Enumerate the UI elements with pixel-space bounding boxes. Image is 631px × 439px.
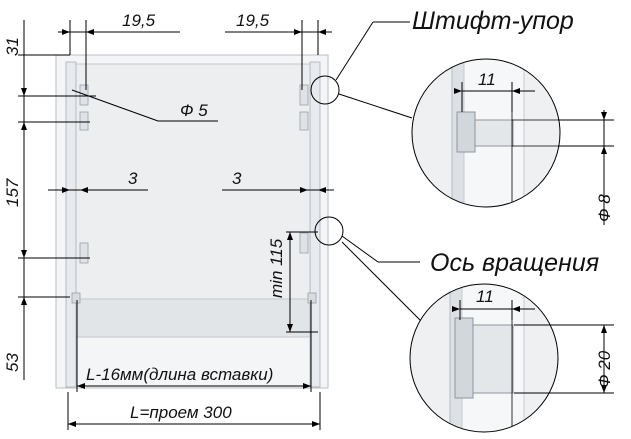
dim-height-bottom-label: 53: [3, 353, 22, 372]
pin-diameter-top-label: Ф 8: [595, 194, 614, 222]
dim-left-gap: 3: [48, 169, 148, 193]
dim-top-right-label: 19,5: [236, 11, 270, 30]
bottom-panel: [69, 298, 319, 338]
left-stop-pin: [79, 84, 89, 106]
stop-pin-detail: 11 Ф 8: [411, 58, 614, 225]
left-pivot-pin: [71, 292, 81, 304]
dim-insert-length-label: L-16мм(длина вставки): [86, 365, 273, 384]
right-side-wall: [309, 61, 321, 388]
dim-right-gap: 3: [222, 169, 334, 193]
pivot-detail: 11 Ф 20: [409, 283, 614, 433]
right-top-bracket: [299, 111, 309, 131]
stop-pin-callout: Штифт-упор: [310, 7, 574, 119]
left-top-bracket: [79, 111, 89, 131]
left-side-wall: [65, 61, 77, 388]
dim-height-mid-label: 157: [3, 178, 22, 207]
hole-diameter-callout: Ф 5: [71, 89, 218, 122]
right-stop-pin: [299, 84, 309, 106]
left-pivot-bracket: [79, 242, 89, 264]
pin-depth-bottom-label: 11: [476, 287, 494, 306]
pivot-axis-label: Ось вращения: [430, 249, 599, 277]
dim-top-right: 19,5: [225, 11, 332, 90]
dim-opening-label: L=проем 300: [130, 403, 232, 422]
door-panel: [69, 63, 319, 300]
dim-top-left-label: 19,5: [122, 11, 156, 30]
dim-top-left: 19,5: [58, 11, 180, 90]
dim-left-gap-label: 3: [128, 169, 138, 188]
pivot-axis-callout: Ось вращения: [314, 216, 599, 326]
hole-diameter-label: Ф 5: [180, 101, 208, 120]
dim-left-vertical: 31 157 53: [3, 20, 96, 380]
right-pivot-pin: [307, 292, 317, 304]
dim-opening: L=проем 300: [67, 392, 321, 430]
cabinet-frame: [55, 54, 329, 389]
dim-min-clearance: min 115: [267, 231, 318, 333]
dim-min-clearance-label: min 115: [267, 238, 286, 298]
dim-height-top-label: 31: [3, 37, 22, 56]
dim-insert-length: L-16мм(длина вставки): [76, 300, 312, 392]
pin-diameter-bottom-label: Ф 20: [595, 350, 614, 388]
dim-right-gap-label: 3: [232, 169, 242, 188]
pin-depth-top-label: 11: [478, 70, 496, 89]
right-pivot-bracket: [299, 232, 309, 254]
stop-pin-label: Штифт-упор: [412, 7, 574, 35]
